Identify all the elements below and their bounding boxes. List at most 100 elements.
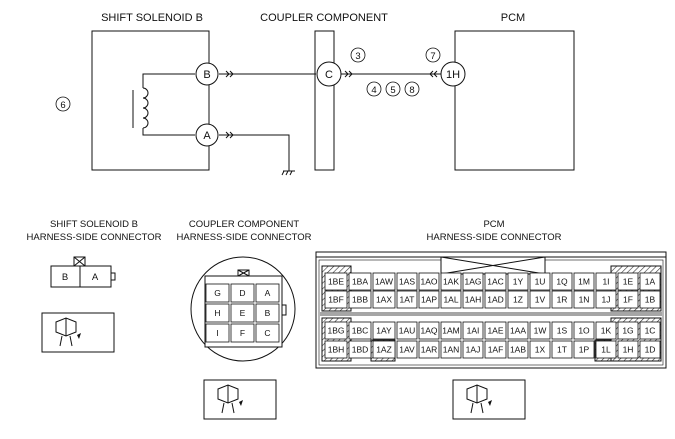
solenoid-coil — [132, 73, 195, 136]
pcm-pin-1s-cell — [551, 321, 573, 340]
pcm-pin-1r-cell — [551, 290, 573, 309]
pcm-pin-1u: 1U — [535, 277, 546, 287]
pcm-pin-1d: 1D — [645, 345, 656, 355]
coupler-pin-b-cell — [255, 303, 280, 323]
ground-wire — [219, 131, 295, 176]
coupler-pin-a-cell — [255, 283, 280, 303]
pcm-pin-1z-cell — [507, 290, 529, 309]
pcm-pin-1s: 1S — [557, 326, 568, 336]
pcm-pin-1j-cell — [595, 290, 617, 309]
pcm-pin-1au: 1AU — [399, 326, 416, 336]
pcm-pin-1bc: 1BC — [352, 326, 369, 336]
coupler-pin-g: G — [214, 288, 221, 298]
pcm-connector-subtitle: HARNESS-SIDE CONNECTOR — [427, 232, 562, 243]
coupler-pin-d-cell — [230, 283, 255, 303]
pcm-pin-1i: 1I — [602, 277, 609, 287]
coupler-connector-title: COUPLER COMPONENT — [189, 219, 300, 230]
pcm-pin-1c-cell — [639, 321, 661, 340]
terminal-a — [195, 123, 219, 147]
pcm-pin-1bd-cell — [348, 340, 372, 359]
pcm-pin-1ah: 1AH — [465, 295, 482, 305]
pcm-pin-1bh: 1BH — [328, 345, 345, 355]
coupler-pin-a: A — [265, 288, 271, 298]
coupler-pin-d: D — [239, 288, 245, 298]
pcm-pin-1g-cell — [617, 321, 639, 340]
pcm-pin-1j: 1J — [602, 295, 611, 305]
pcm-pin-1aq-cell — [418, 321, 440, 340]
coupler-pin-h-cell — [205, 303, 230, 323]
callouts — [55, 47, 441, 112]
solenoid-title: SHIFT SOLENOID B — [101, 12, 203, 24]
pcm-pin-1u-cell — [529, 272, 551, 291]
pcm-pin-1e: 1E — [623, 277, 634, 287]
pcm-pin-1aj-cell — [462, 340, 484, 359]
solenoid-pin-b: B — [62, 272, 68, 283]
pcm-pin-1d-cell — [639, 340, 661, 359]
coupler-pin-f: F — [240, 328, 245, 338]
pcm-pin-1ad-cell — [484, 290, 507, 309]
pcm-pin-1bf-cell — [324, 290, 348, 309]
pcm-pin-1y: 1Y — [513, 277, 524, 287]
pcm-pin-1o-cell — [573, 321, 595, 340]
pcm-pin-1al: 1AL — [443, 295, 458, 305]
callout-4: 4 — [371, 85, 376, 96]
pcm-pin-1ap: 1AP — [421, 295, 437, 305]
pcm-pin-1am-cell — [440, 321, 462, 340]
coupler-pin-i-cell — [205, 323, 230, 343]
pcm-pin-1h-cell — [617, 340, 639, 359]
solenoid-connector — [50, 256, 116, 288]
pcm-pin-1ac: 1AC — [487, 277, 504, 287]
pcm-connector-title: PCM — [483, 219, 504, 230]
pcm-pin-1g: 1G — [622, 326, 633, 336]
pcm-pin-1q: 1Q — [556, 277, 568, 287]
pcm-pin-1ay: 1AY — [376, 326, 392, 336]
pcm-pin-1f-cell — [617, 290, 639, 309]
pcm-pin-1m-cell — [573, 272, 595, 291]
pcm-pin-1an-cell — [440, 340, 462, 359]
pcm-pin-1b: 1B — [645, 295, 656, 305]
pcm-pin-1w-cell — [529, 321, 551, 340]
pcm-pin-1p: 1P — [579, 345, 590, 355]
pcm-pin-1x-cell — [529, 340, 551, 359]
terminal-a-label: A — [203, 130, 211, 142]
coupler-connector-subtitle: HARNESS-SIDE CONNECTOR — [177, 232, 312, 243]
callout-5: 5 — [390, 85, 395, 96]
pcm-pin-1ab-cell — [507, 340, 529, 359]
terminal-c — [316, 61, 342, 87]
pcm-pin-1r: 1R — [557, 295, 568, 305]
solenoid-connector-subtitle: HARNESS-SIDE CONNECTOR — [27, 232, 162, 243]
pcm-pin-1x: 1X — [535, 345, 546, 355]
coupler-box — [314, 30, 335, 171]
pcm-pin-1c: 1C — [645, 326, 656, 336]
terminal-b-label: B — [203, 69, 210, 81]
pcm-pin-1ar: 1AR — [421, 345, 438, 355]
pcm-pin-1av: 1AV — [399, 345, 415, 355]
pcm-pin-1k: 1K — [601, 326, 612, 336]
pcm-pin-1i-cell — [595, 272, 617, 291]
pcm-pin-1al-cell — [440, 290, 462, 309]
pcm-pin-1am: 1AM — [442, 326, 459, 336]
pcm-pin-1a: 1A — [645, 277, 656, 287]
pcm-pin-1b-cell — [639, 290, 661, 309]
pcm-pin-1at-cell — [396, 290, 418, 309]
pcm-pin-1ai: 1AI — [467, 326, 480, 336]
pcm-pin-1w: 1W — [534, 326, 547, 336]
pcm-pin-1ao-cell — [418, 272, 440, 291]
coupler-pin-i: I — [216, 328, 218, 338]
pcm-pin-1as: 1AS — [399, 277, 415, 287]
pcm-pin-1ag-cell — [462, 272, 484, 291]
pcm-pin-1h: 1H — [623, 345, 634, 355]
probe-icon — [452, 379, 526, 420]
coupler-pin-e-cell — [230, 303, 255, 323]
pcm-pin-1at: 1AT — [400, 295, 415, 305]
solenoid-connector-title: SHIFT SOLENOID B — [50, 219, 138, 230]
pcm-pin-1aw: 1AW — [375, 277, 393, 287]
pcm-pin-1ab: 1AB — [510, 345, 526, 355]
pcm-pin-1ba-cell — [348, 272, 372, 291]
pcm-pin-1ak: 1AK — [443, 277, 459, 287]
pcm-pin-1ae: 1AE — [487, 326, 503, 336]
pcm-box — [454, 30, 575, 171]
pcm-pin-1k-cell — [595, 321, 617, 340]
pcm-pin-1be: 1BE — [328, 277, 344, 287]
